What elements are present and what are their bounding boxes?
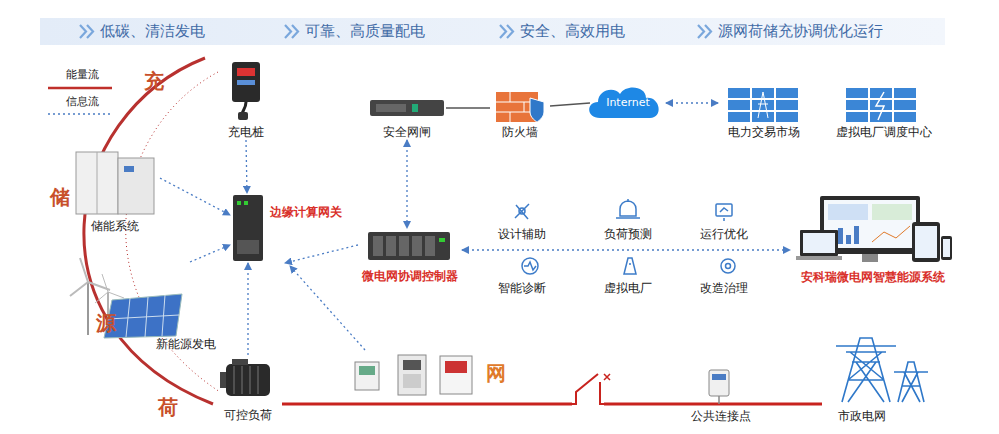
energy-system: 安科瑞微电网智慧能源系统: [790, 193, 955, 285]
band-heading: 可靠、高质量配电: [305, 18, 425, 45]
pcc-meter: 公共连接点: [685, 366, 757, 424]
node-label: Internet: [590, 88, 666, 118]
city-grid: 市政电网: [822, 333, 902, 424]
header-band: 低碳、清洁发电 可靠、高质量配电 安全、高效用电 源网荷储充协调优化运行: [40, 18, 945, 45]
gateway-icon: [233, 195, 263, 261]
node-label: 边缘计算网关: [270, 204, 342, 220]
power-market: 电力交易市场: [718, 88, 810, 140]
band-heading: 安全、高效用电: [520, 18, 625, 45]
flow-letter: 充: [144, 68, 164, 95]
node-label: 微电网协调控制器: [358, 268, 462, 284]
node-label: 公共连接点: [685, 408, 757, 424]
flow-letter: 储: [50, 184, 70, 211]
function-label: 运行优化: [700, 226, 748, 243]
grid-towers: [836, 338, 928, 402]
node-label: 虚拟电厂调度中心: [828, 124, 940, 140]
renewable-generation: 新能源发电: [66, 262, 216, 352]
function-label: 负荷预测: [604, 226, 652, 243]
info-connector: [285, 245, 358, 263]
node-label: 安科瑞微电网智慧能源系统: [790, 269, 955, 285]
switch-symbol: [562, 374, 614, 410]
node-label: 电力交易市场: [718, 124, 810, 140]
flow-letter: 荷: [158, 394, 178, 421]
pcc-meter-icon: [685, 370, 757, 404]
icon-space: [66, 262, 216, 336]
charging-pile-icon: [232, 62, 260, 120]
vpp-dispatch-center: 虚拟电厂调度中心: [828, 88, 940, 140]
security-gatekeeper: 安全网闸: [368, 96, 446, 140]
node-label: 新能源发电: [66, 336, 216, 352]
node-label: 市政电网: [822, 408, 902, 424]
legend-text: 能量流: [66, 67, 99, 82]
info-connector: [247, 263, 248, 355]
icon-space: [718, 88, 810, 124]
storage-system: 储能系统: [70, 148, 160, 234]
function-label: 虚拟电厂: [604, 280, 652, 297]
icon-space: [214, 355, 282, 407]
market-wall-icon: [728, 88, 798, 122]
vpp-center-icon: [846, 88, 916, 122]
info-connector: [446, 107, 490, 109]
info-connector: [246, 140, 247, 193]
icon-space: [70, 148, 160, 218]
icon-space: [828, 88, 940, 124]
firewall: 防火墙: [490, 88, 550, 140]
microgrid-controller: 微电网协调控制器: [358, 228, 462, 284]
icon-space: [490, 88, 550, 124]
controller-icon: [368, 232, 450, 260]
function-label: 设计辅助: [498, 226, 546, 243]
wind-solar-icon: [70, 258, 182, 338]
edge-gateway: 边缘计算网关: [230, 193, 350, 263]
legend-text: 信息流: [66, 94, 99, 109]
flow-letter: 源: [96, 310, 116, 337]
info-connector: [666, 102, 718, 103]
controllable-load: 可控负荷: [214, 355, 282, 423]
header-band-ground: [40, 18, 945, 45]
function-label: 改造治理: [700, 280, 748, 297]
node-label: 安全网闸: [368, 124, 446, 140]
flow-letter: 网: [486, 360, 506, 387]
charging-pile: 充电桩: [214, 58, 278, 140]
gatekeeper-icon: [370, 100, 444, 116]
meter-info-line: [290, 266, 365, 350]
icon-space: [214, 58, 278, 124]
function-label: 智能诊断: [498, 280, 546, 297]
label-holder: 边缘计算网关: [270, 193, 342, 220]
motor-icon: [220, 359, 270, 396]
icon-space: [685, 366, 757, 408]
firewall-icon: [496, 92, 544, 122]
node-label: 防火墙: [490, 124, 550, 140]
info-connector: [550, 103, 590, 106]
node-label: 储能系统: [70, 218, 160, 234]
info-connector: [406, 140, 407, 228]
legend-info-sample: [48, 113, 112, 114]
icon-space: [230, 193, 270, 263]
legend-power-sample: [48, 87, 112, 90]
icon-space: [822, 333, 902, 408]
info-connector: [160, 178, 230, 215]
band-heading: 源网荷储充协调优化运行: [718, 18, 883, 45]
power-line: [757, 403, 822, 406]
power-line: [282, 403, 685, 406]
icon-space: [358, 228, 462, 268]
storage-cabinet-icon: [76, 152, 154, 214]
icon-space: [368, 96, 446, 124]
internet-cloud: Internet: [590, 88, 666, 118]
energy-system-icon: [796, 196, 952, 262]
info-connector: [190, 245, 230, 262]
meter-devices: [355, 355, 472, 395]
icon-space: [790, 193, 955, 269]
node-label: 充电桩: [214, 124, 278, 140]
node-label: 可控负荷: [214, 407, 282, 423]
band-heading: 低碳、清洁发电: [100, 18, 205, 45]
info-connector: [462, 249, 790, 250]
